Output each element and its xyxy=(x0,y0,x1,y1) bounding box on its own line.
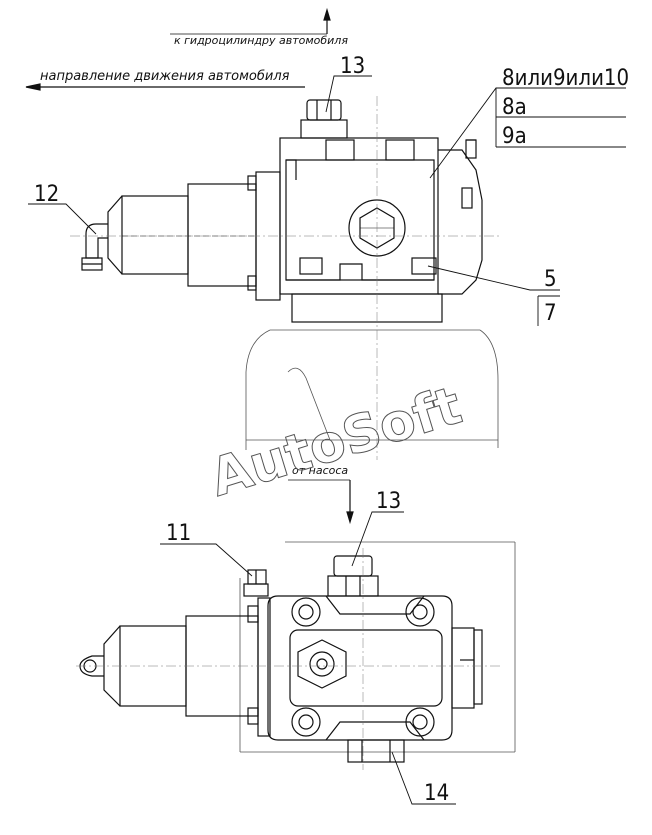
centerlines-bottom xyxy=(76,548,500,770)
mounting-bracket xyxy=(245,329,499,450)
callout-14: 14 xyxy=(424,781,449,806)
pump-arrow xyxy=(288,479,354,525)
corner-bolts xyxy=(291,597,435,737)
leaders-bottom xyxy=(160,511,456,805)
left-flange-bottom xyxy=(247,597,271,737)
elbow-connector-12 xyxy=(81,223,108,271)
to-cylinder-note: к гидроцилиндру автомобиля xyxy=(174,34,348,47)
callout-13-bottom: 13 xyxy=(376,489,401,514)
callout-5: 5 xyxy=(544,267,557,292)
fitting-11 xyxy=(243,569,269,597)
leaders-top xyxy=(28,75,626,326)
callout-7: 7 xyxy=(544,301,557,326)
callout-11: 11 xyxy=(166,521,191,546)
side-port xyxy=(297,639,347,689)
centerlines-top xyxy=(70,96,500,460)
right-cap-bottom xyxy=(451,627,483,709)
watermark-logo: AutoSoft xyxy=(204,376,469,509)
fitting-14 xyxy=(347,739,405,763)
valve-plan-body xyxy=(267,595,453,741)
top-fitting-13 xyxy=(300,99,348,139)
callout-9a: 9а xyxy=(502,124,527,149)
callout-12: 12 xyxy=(34,182,59,207)
direction-note: направление движения автомобиля xyxy=(40,69,290,84)
callout-8a: 8а xyxy=(502,95,527,120)
solenoid-body xyxy=(107,183,257,287)
from-pump-note: от насоса xyxy=(292,464,348,477)
bracket-outline-bottom xyxy=(239,541,516,753)
right-end-cap xyxy=(438,139,483,295)
direction-arrow xyxy=(25,83,305,91)
cylinder-arrow xyxy=(170,7,331,35)
callout-13-top: 13 xyxy=(340,54,365,79)
valve-housing xyxy=(279,137,439,295)
callout-8-9-10: 8или9или10 xyxy=(502,66,629,91)
base-plate xyxy=(291,293,443,323)
bottom-fitting-13 xyxy=(327,555,379,597)
